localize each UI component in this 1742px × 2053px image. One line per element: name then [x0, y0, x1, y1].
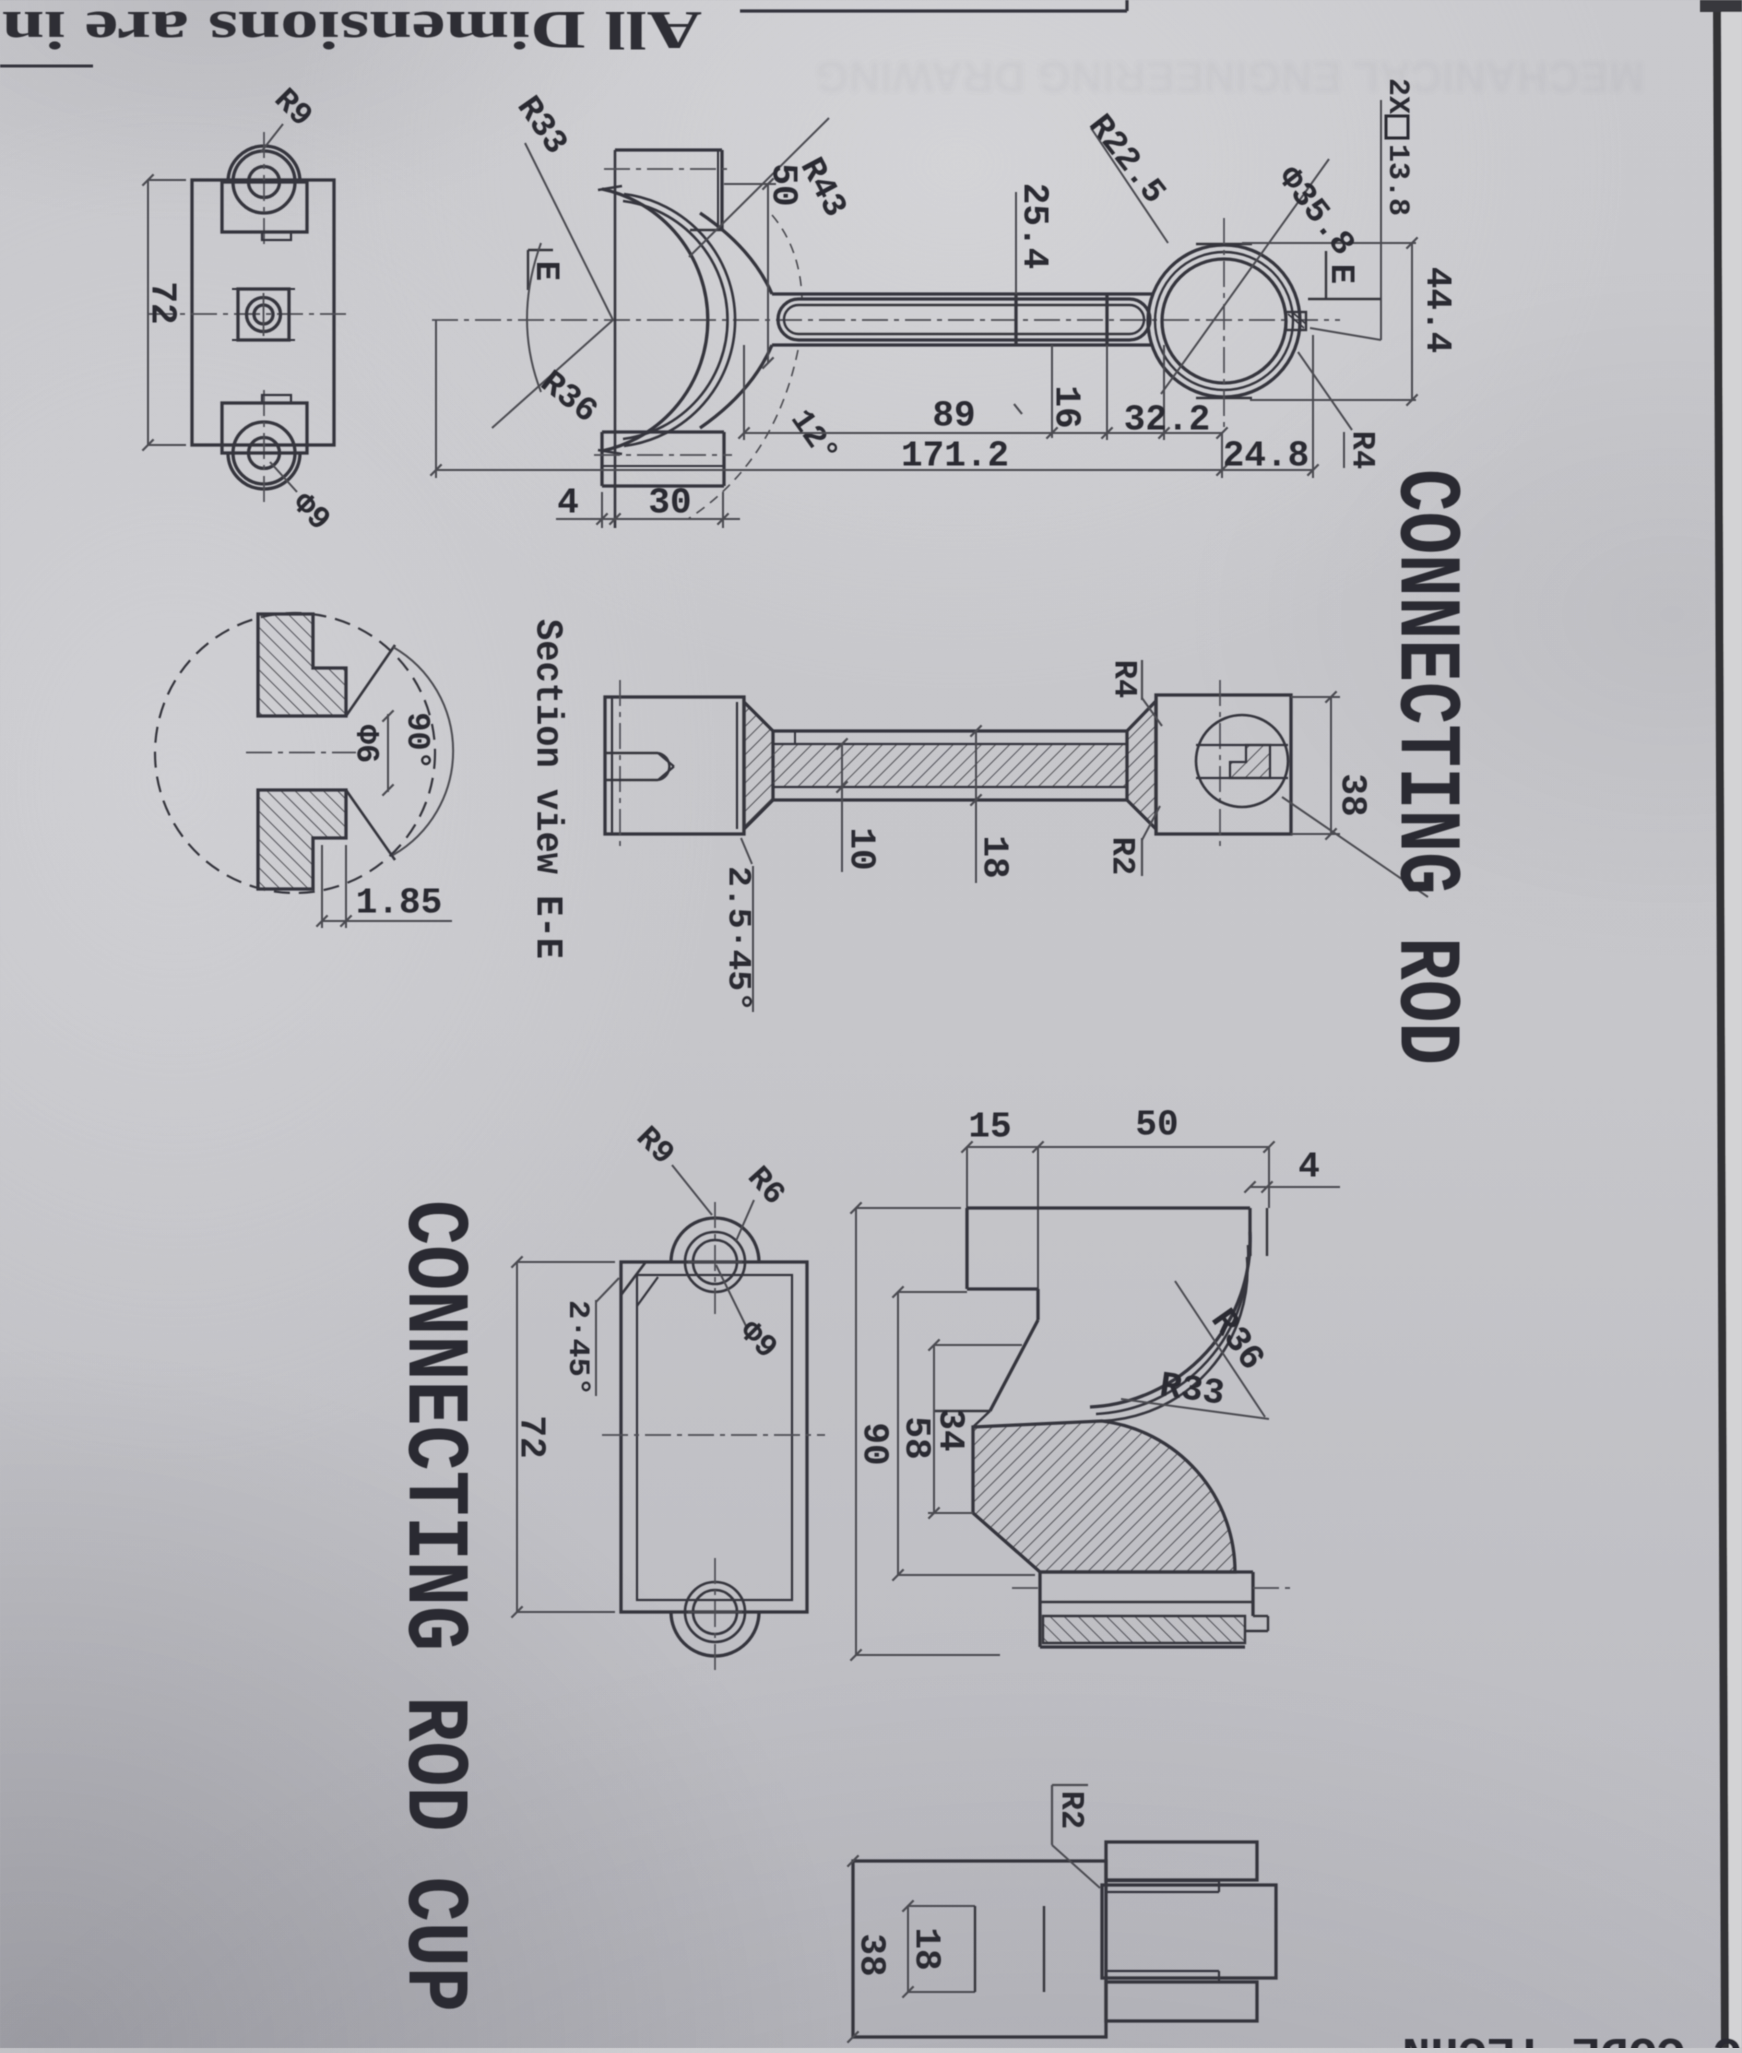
- svg-text:CONNECTING ROD: CONNECTING ROD: [1375, 469, 1474, 1065]
- svg-text:171.2: 171.2: [901, 436, 1009, 477]
- svg-text:4: 4: [1298, 1147, 1320, 1188]
- svg-text:R4: R4: [1344, 431, 1381, 469]
- svg-text:13.8: 13.8: [1380, 144, 1414, 216]
- svg-text:25.4: 25.4: [1014, 183, 1055, 269]
- svg-text:32.2: 32.2: [1124, 400, 1210, 441]
- svg-text:50: 50: [1135, 1105, 1178, 1146]
- svg-text:R4: R4: [1106, 660, 1143, 698]
- svg-text:30: 30: [648, 483, 691, 524]
- svg-text:12°: 12°: [782, 403, 845, 471]
- svg-text:2·45°: 2·45°: [560, 1300, 594, 1396]
- svg-text:E: E: [1321, 264, 1359, 284]
- svg-text:18: 18: [906, 1927, 947, 1970]
- svg-text:18: 18: [974, 835, 1015, 878]
- svg-text:Φ35.8: Φ35.8: [1269, 160, 1362, 264]
- svg-text:50: 50: [763, 163, 804, 206]
- svg-text:1.85: 1.85: [356, 883, 442, 924]
- svg-text:58: 58: [896, 1416, 937, 1459]
- svg-text:38: 38: [1332, 773, 1373, 816]
- svg-text:16: 16: [1046, 385, 1087, 428]
- svg-text:2.5·45°: 2.5·45°: [720, 866, 757, 1012]
- svg-text:Φ6: Φ6: [348, 725, 385, 763]
- svg-text:All Dimensions are in: All Dimensions are in: [2, 0, 702, 60]
- svg-text:72: 72: [511, 1415, 552, 1458]
- svg-text:CONNECTING ROD CUP: CONNECTING ROD CUP: [383, 1200, 482, 2012]
- svg-text:Φ9: Φ9: [284, 485, 337, 538]
- svg-text:90°: 90°: [399, 712, 436, 770]
- svg-text:10: 10: [841, 827, 882, 870]
- svg-text:R9: R9: [266, 81, 319, 134]
- svg-text:MECHANICAL ENGINEERING DRAWING: MECHANICAL ENGINEERING DRAWING: [815, 52, 1645, 101]
- svg-text:R6: R6: [739, 1159, 792, 1212]
- svg-text:R9: R9: [628, 1119, 681, 1172]
- svg-text:15: 15: [968, 1107, 1011, 1148]
- svg-text:89: 89: [932, 396, 975, 437]
- svg-text:72: 72: [142, 281, 183, 324]
- svg-text:R33: R33: [1157, 1365, 1227, 1415]
- svg-text:R2: R2: [1104, 837, 1141, 875]
- svg-text:34: 34: [930, 1408, 971, 1451]
- svg-text:Section view E-E: Section view E-E: [526, 619, 569, 959]
- svg-text:Φ9: Φ9: [731, 1313, 784, 1366]
- svg-text:44.4: 44.4: [1417, 267, 1458, 353]
- svg-text:R33: R33: [508, 90, 574, 162]
- svg-text:38: 38: [851, 1933, 892, 1976]
- svg-text:R2: R2: [1053, 1791, 1090, 1829]
- svg-text:C CODE TECHN: C CODE TECHN: [1402, 2025, 1742, 2048]
- svg-text:E: E: [526, 261, 564, 281]
- svg-text:R36: R36: [532, 364, 604, 432]
- svg-text:2X: 2X: [1380, 78, 1414, 114]
- svg-text:R22.5: R22.5: [1080, 108, 1173, 212]
- svg-text:90: 90: [854, 1422, 895, 1465]
- svg-text:4: 4: [557, 483, 579, 524]
